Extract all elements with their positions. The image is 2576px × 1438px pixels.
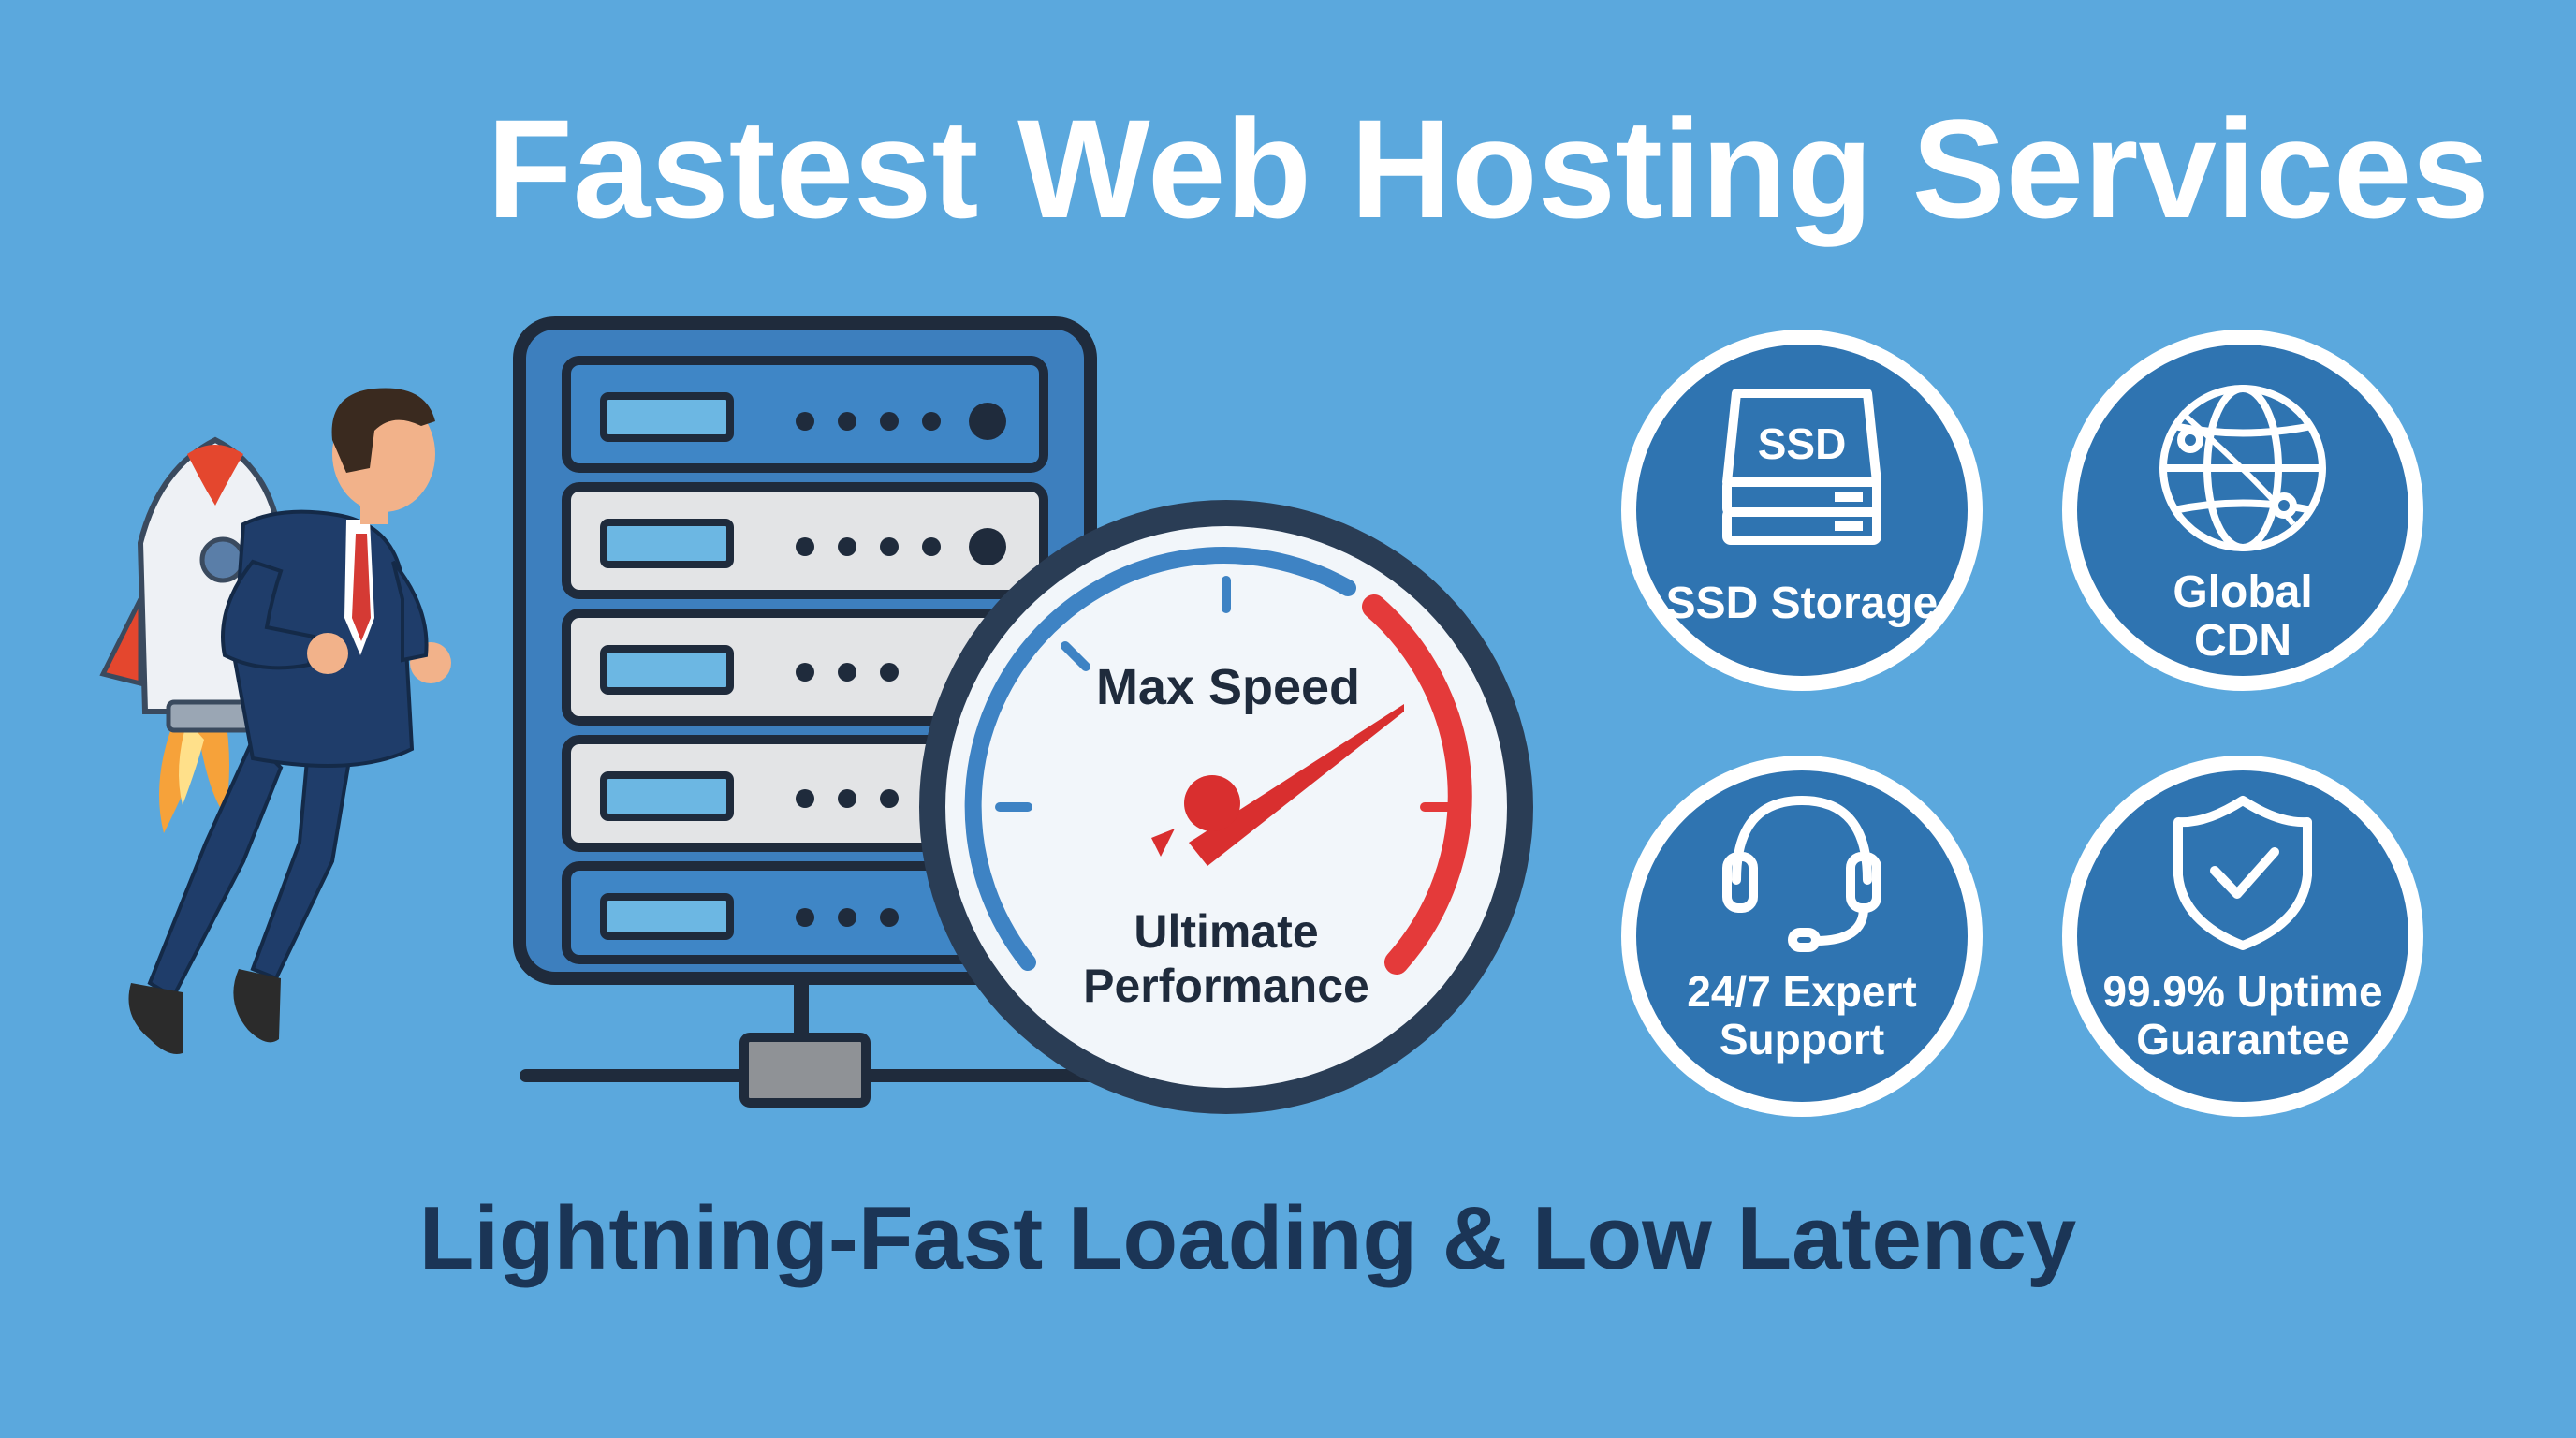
server-unit-3 <box>562 609 1048 726</box>
feature-expert-support: 24/7 Expert Support <box>1621 756 1983 1117</box>
gauge-arc-blue <box>964 547 1356 971</box>
feature-label-line1: 99.9% Uptime <box>2102 967 2382 1016</box>
gauge-label-top: Max Speed <box>1096 659 1360 715</box>
page-title: Fastest Web Hosting Services <box>487 90 2490 247</box>
feature-uptime-guarantee: 99.9% Uptime Guarantee <box>2062 756 2423 1117</box>
server-unit-2 <box>562 482 1048 599</box>
rocket-businessman-illustration <box>99 388 451 1054</box>
gauge-label-bottom-line2: Performance <box>1083 960 1369 1012</box>
gauge-arc-red <box>1362 594 1472 975</box>
feature-label-line2: CDN <box>2194 616 2291 666</box>
feature-label-line1: SSD Storage <box>1666 579 1939 628</box>
ssd-drive-icon <box>1722 389 1881 545</box>
feature-ssd-storage: SSD SSD Storage <box>1621 330 1983 691</box>
feature-label-line1: Global <box>2173 567 2312 617</box>
gauge-needle <box>1189 704 1404 866</box>
ssd-icon-label: SSD <box>1758 419 1847 468</box>
headset-icon <box>1722 795 1881 952</box>
gauge-ticks <box>995 576 1231 812</box>
feature-label-line1: 24/7 Expert <box>1687 967 1916 1016</box>
tagline: Lightning-Fast Loading & Low Latency <box>419 1188 2077 1288</box>
gauge-hub <box>1184 775 1240 831</box>
speed-gauge: Max Speed Ultimate Performance <box>919 500 1533 1114</box>
server-unit-5 <box>562 861 1048 964</box>
network-switch <box>739 1033 871 1108</box>
server-stand <box>794 978 809 1044</box>
globe-network-icon <box>2159 385 2326 551</box>
server-unit-1 <box>562 356 1048 473</box>
rocket-flame <box>159 712 229 833</box>
feature-label-line2: Support <box>1720 1015 1884 1064</box>
feature-label-line2: Guarantee <box>2136 1015 2349 1064</box>
shield-check-icon <box>2174 796 2312 950</box>
feature-global-cdn: Global CDN <box>2062 330 2423 691</box>
gauge-label-bottom-line1: Ultimate <box>1134 905 1318 958</box>
